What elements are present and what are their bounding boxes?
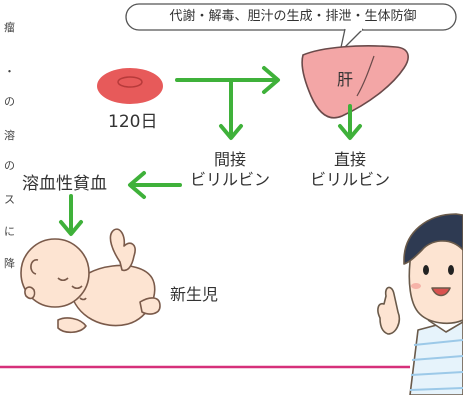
hemolytic-anemia-label: 溶血性貧血 [22, 174, 107, 194]
indirect-label-line2: ビリルビン [189, 170, 270, 189]
indirect-label-line1: 間接 [213, 150, 246, 169]
newborn-label: 新生児 [170, 285, 219, 304]
side-text-char: ス [4, 193, 15, 206]
liver-label: 肝 [337, 70, 354, 89]
liver-icon [301, 45, 409, 119]
nurse-character [377, 213, 463, 395]
side-text-char: に [4, 225, 15, 238]
side-text-char: 溶 [4, 129, 15, 142]
direct-label-line1: 直接 [333, 150, 366, 169]
red-blood-cell-icon [97, 68, 163, 104]
organ-function-bubble-text: 代謝・解毒、胆汁の生成・排泄・生体防御 [169, 9, 417, 24]
newborn-illustration [20, 228, 161, 334]
side-text-char: ・ [4, 65, 15, 78]
indirect-bilirubin-label: 間接 ビリルビン [182, 150, 278, 190]
side-text-char: の [4, 159, 15, 172]
rbc-lifespan-label: 120日 [108, 112, 158, 132]
side-text-char: 降 [4, 257, 15, 270]
side-text-char: の [4, 95, 15, 108]
arrows [59, 66, 362, 236]
speech-bubble [125, 3, 457, 53]
side-text-char: 瘤 [4, 21, 15, 34]
direct-label-line2: ビリルビン [309, 170, 390, 189]
direct-bilirubin-label: 直接 ビリルビン [302, 150, 398, 190]
